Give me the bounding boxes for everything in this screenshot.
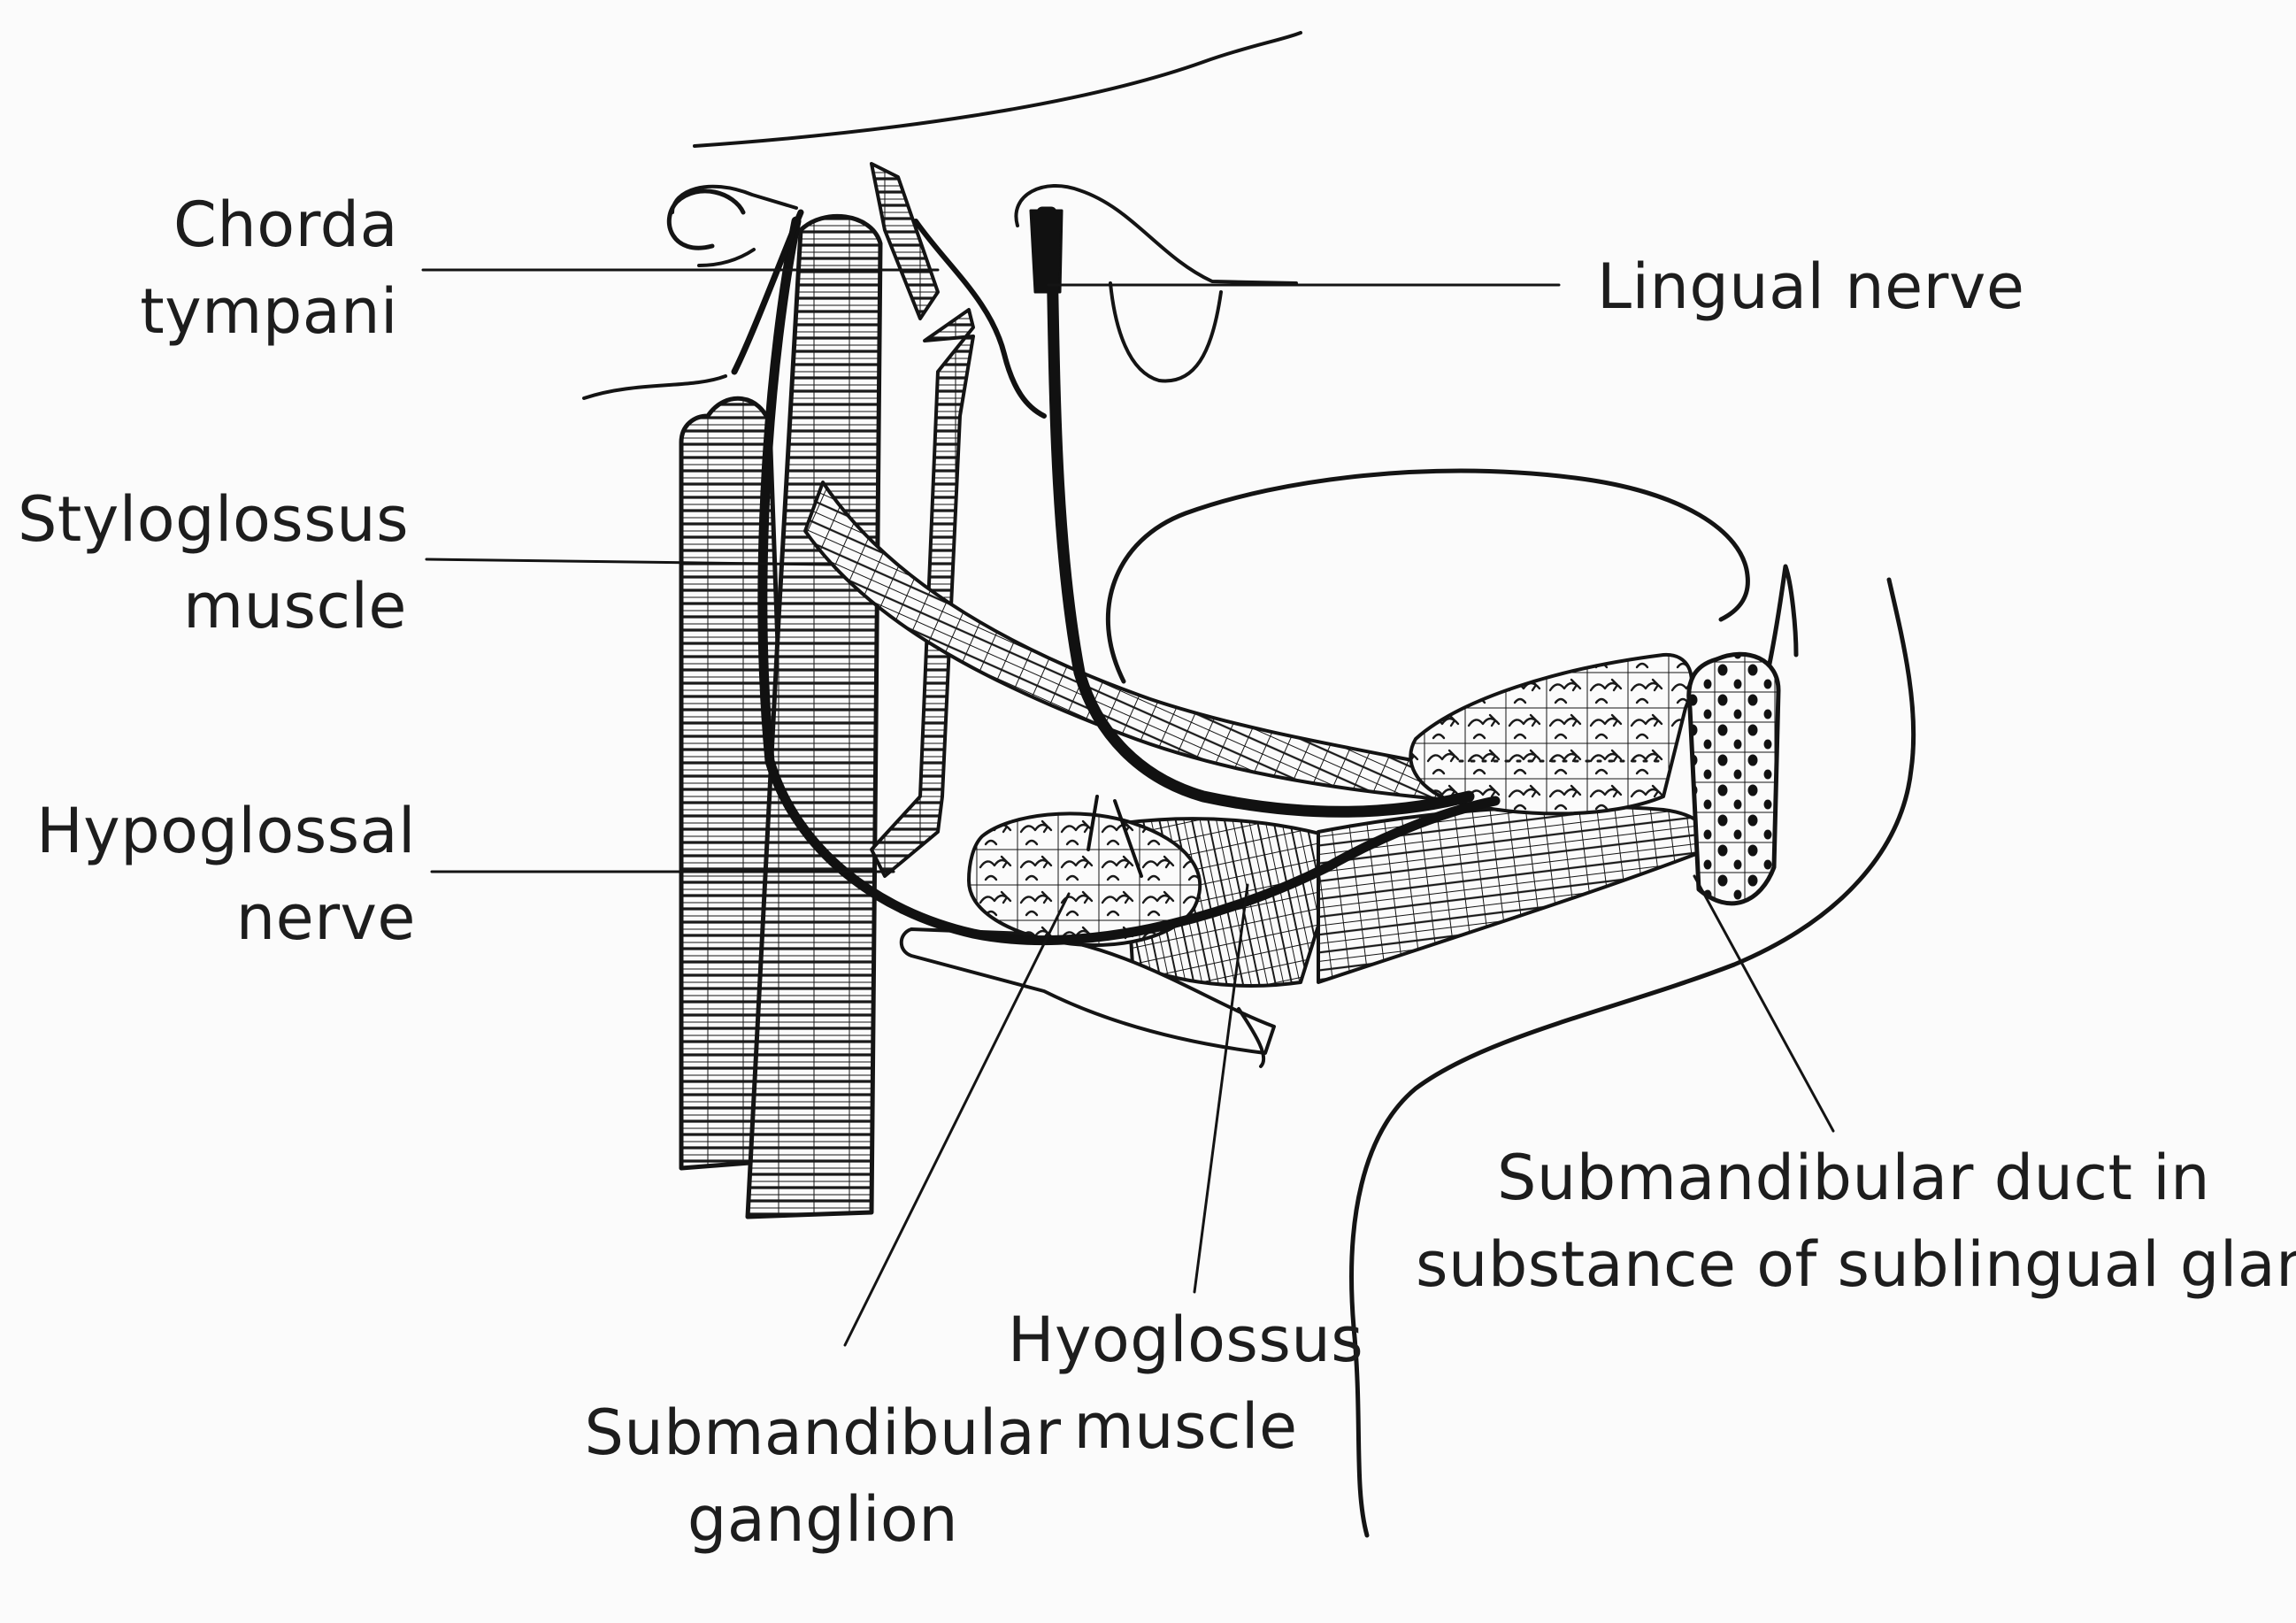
sublingual-gland	[1409, 652, 1693, 816]
lingual-nerve-top	[1029, 209, 1064, 294]
incisor-tooth	[1767, 564, 1799, 666]
label-chorda-tympani-line-2: tympani	[140, 275, 398, 348]
tongue-outline	[1105, 468, 1750, 684]
leader-submandibular-duct	[1693, 874, 1835, 1133]
leader-hyoglossus	[1193, 883, 1249, 1294]
condyle-outline	[1014, 184, 1298, 285]
label-styloglossus-line-1: Styloglossus	[18, 483, 410, 556]
external-carotid-branch	[870, 308, 975, 878]
label-styloglossus-line-2: muscle	[182, 570, 407, 642]
label-submandibular-duct-line-1: Submandibular duct in	[1496, 1142, 2211, 1214]
label-submandibular-ganglion-line-2: ganglion	[687, 1483, 959, 1556]
palate-outline	[693, 31, 1302, 148]
label-chorda-tympani-line-1: Chorda	[173, 188, 398, 261]
ear-outline	[671, 184, 798, 214]
condyle-notch	[1109, 281, 1223, 383]
label-hypoglossal-line-2: nerve	[235, 881, 416, 954]
label-lingual-nerve: Lingual nerve	[1597, 243, 2024, 330]
label-styloglossus-muscle: Styloglossus muscle	[18, 476, 410, 650]
label-submandibular-ganglion: Submandibular ganglion	[584, 1389, 1062, 1563]
label-hypoglossal-line-1: Hypoglossal	[36, 795, 416, 867]
ganglion-twig-1	[1087, 795, 1099, 851]
label-submandibular-ganglion-line-1: Submandibular	[584, 1396, 1062, 1469]
chorda-tympani-path	[913, 219, 1047, 419]
ganglion-twig-2	[1113, 799, 1143, 878]
carotid-artery	[745, 213, 883, 1219]
skull-base	[582, 374, 727, 400]
ear-lower	[697, 248, 756, 267]
hyoid-cornu	[1237, 1007, 1266, 1068]
label-hypoglossal-nerve: Hypoglossal nerve	[18, 788, 416, 961]
facial-artery-branch	[870, 162, 940, 320]
label-submandibular-duct-line-2: substance of sublingual gland	[1416, 1228, 2296, 1301]
label-lingual-nerve-line-1: Lingual nerve	[1597, 250, 2025, 323]
mandible-symphysis	[1686, 651, 1781, 906]
neck-outline	[1349, 577, 1916, 1538]
leader-submandibular-ganglion	[843, 892, 1071, 1347]
floor-muscle	[1317, 804, 1712, 984]
leader-styloglossus	[425, 558, 833, 566]
label-chorda-tympani: Chorda tympani	[124, 181, 398, 355]
label-submandibular-duct: Submandibular duct in substance of subli…	[1416, 1135, 2296, 1308]
tympanic-ring	[666, 188, 746, 250]
label-hyoglossus-line-2: muscle	[1073, 1390, 1298, 1463]
hypoglossal-nerve-upper	[731, 209, 804, 375]
hypoglossal-nerve-path	[757, 216, 1501, 946]
lingual-nerve-path	[1036, 206, 1475, 818]
label-hyoglossus-line-1: Hyoglossus	[1007, 1304, 1364, 1376]
label-hyoglossus-muscle: Hyoglossus muscle	[991, 1296, 1380, 1470]
